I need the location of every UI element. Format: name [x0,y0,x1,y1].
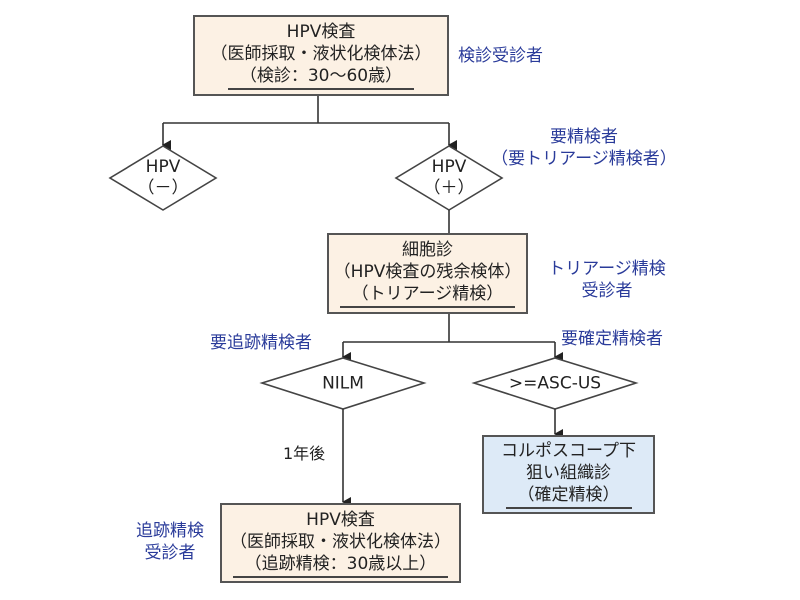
followup-test-method: （医師採取・液状化検体法） [230,531,451,552]
screening-test-age: （検診：30〜60歳） [227,65,415,90]
colposcopy-title: コルポスコープ下 [501,441,636,461]
hpv-positive-text: HPV （＋） [424,157,475,199]
cytology-title: 細胞診 [402,240,453,260]
colposcopy-definitive: （確定精検） [505,484,632,509]
label-followup-examinees: 追跡精検 受診者 [126,520,214,564]
label-one-year-later: 1年後 [283,444,326,463]
screening-hpv-test-box: HPV検査 （医師採取・液状化検体法） （検診：30〜60歳） [193,15,449,96]
cytology-box: 細胞診 （HPV検査の残余検体） （トリアージ精検） [327,233,528,314]
cytology-sample: （HPV検査の残余検体） [333,262,522,282]
label-needs-exam: 要精検者 （要トリアージ精検者） [484,126,684,170]
label-screening-examinees: 検診受診者 [458,46,543,66]
label-triage-examinees: トリアージ精検 受診者 [538,258,676,302]
colposcopy-box: コルポスコープ下 狙い組織診 （確定精検） [482,435,655,514]
screening-test-method: （医師採取・液状化検体法） [210,44,432,64]
label-needs-followup: 要追跡精検者 [210,333,312,353]
screening-test-title: HPV検査 [286,22,356,42]
nilm-text: NILM [322,373,364,394]
followup-hpv-test-box: HPV検査 （医師採取・液状化検体法） （追跡精検：30歳以上） [220,503,461,583]
colposcopy-biopsy: 狙い組織診 [526,463,611,483]
label-needs-definitive: 要確定精検者 [561,329,663,349]
hpv-positive-line1: HPV [431,157,467,177]
label-triage-examinees-line1: トリアージ精検 [548,259,666,279]
followup-test-title: HPV検査 [306,509,375,530]
label-needs-exam-line2: （要トリアージ精検者） [491,149,677,169]
label-followup-examinees-line2: 受診者 [144,543,196,563]
followup-test-age: （追跡精検：30歳以上） [232,553,449,578]
hpv-negative-line1: HPV [145,157,181,177]
cytology-triage: （トリアージ精検） [339,283,516,308]
hpv-negative-line2: （－） [137,178,189,198]
label-needs-exam-line1: 要精検者 [550,127,618,147]
hpv-negative-text: HPV （－） [138,157,189,199]
hpv-negative-diamond [108,145,218,211]
label-followup-examinees-line1: 追跡精検 [136,521,204,541]
hpv-positive-line2: （＋） [423,178,475,198]
label-triage-examinees-line2: 受診者 [581,281,633,301]
asc-us-text: >=ASC-US [508,373,602,394]
